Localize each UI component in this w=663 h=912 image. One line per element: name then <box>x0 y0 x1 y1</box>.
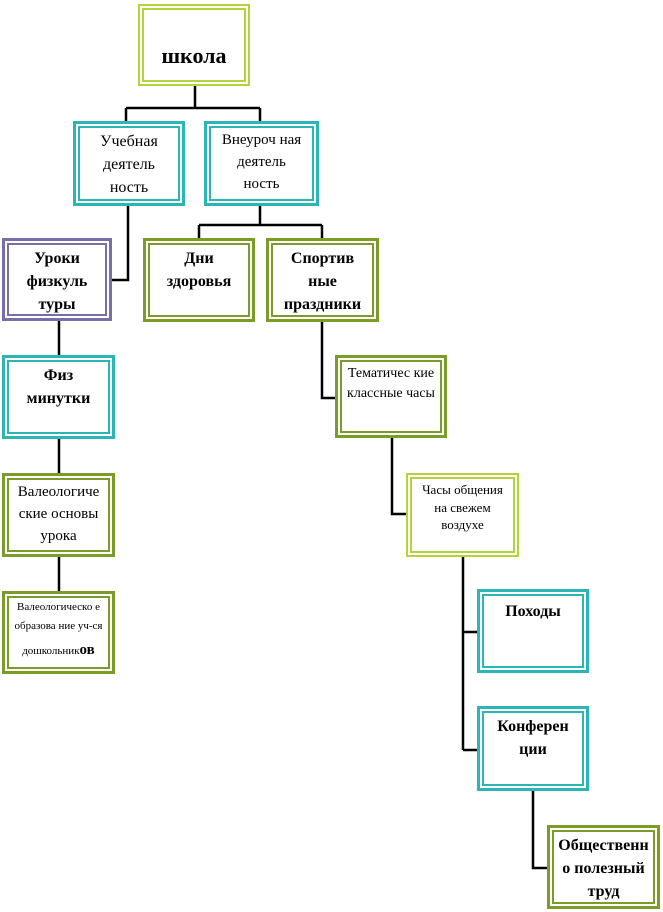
node-hikes-label: Походы <box>505 603 561 620</box>
node-sports-holidays: Спортив ные праздники <box>266 238 379 322</box>
node-health-days: Дни здоровья <box>143 238 255 322</box>
connector-extracurricular-children <box>197 205 324 238</box>
node-community-work-label: Общественн о полезный труд <box>558 837 649 901</box>
node-school: школа <box>138 4 250 86</box>
node-sports-holidays-label: Спортив ные праздники <box>283 250 362 314</box>
node-pe-lessons: Уроки физкуль туры <box>2 238 112 321</box>
node-thematic-hours-label: Тематичес кие классные часы <box>347 366 435 402</box>
node-pe-lessons-label: Уроки физкуль туры <box>26 250 88 314</box>
node-outdoor-hours: Часы общения на свежем воздухе <box>406 473 519 557</box>
node-health-days-label: Дни здоровья <box>166 250 232 291</box>
node-hikes: Походы <box>477 589 589 673</box>
connector-conferences-community <box>531 790 547 870</box>
connector-learning-pe <box>112 205 130 282</box>
node-extracurricular-label: Внеуроч ная деятель ность <box>221 132 302 192</box>
connector-outdoor-children <box>461 556 477 752</box>
node-conferences-label: Конферен ции <box>497 718 569 759</box>
connector-thematic-outdoor <box>390 438 408 516</box>
connector-school-children <box>124 86 262 121</box>
node-valeological-basics: Валеологиче ские основы урока <box>2 473 115 557</box>
node-valeological-education: Валеологическо е образова ние уч-ся дошк… <box>2 591 115 674</box>
node-outdoor-hours-label: Часы общения на свежем воздухе <box>422 482 503 533</box>
node-conferences: Конферен ции <box>477 706 589 791</box>
node-valeological-education-label: Валеологическо е образова ние уч-ся дошк… <box>11 598 106 663</box>
node-fizminutki-label: Физ минутки <box>26 367 91 408</box>
node-valeological-basics-label: Валеологиче ские основы урока <box>17 484 100 544</box>
node-community-work: Общественн о полезный труд <box>547 825 660 909</box>
node-extracurricular: Внеуроч ная деятель ность <box>204 121 319 206</box>
node-valeological-education-tail: ов <box>79 641 95 658</box>
node-thematic-hours: Тематичес кие классные часы <box>335 355 447 438</box>
node-learning-activity-label: Учебная деятель ность <box>100 133 158 197</box>
node-learning-activity: Учебная деятель ность <box>73 121 185 206</box>
connector-sports-thematic <box>320 322 337 400</box>
node-school-label: школа <box>161 43 227 68</box>
node-valeological-education-text: Валеологическо е образова ние уч-ся дошк… <box>14 601 103 657</box>
node-fizminutki: Физ минутки <box>2 355 115 439</box>
